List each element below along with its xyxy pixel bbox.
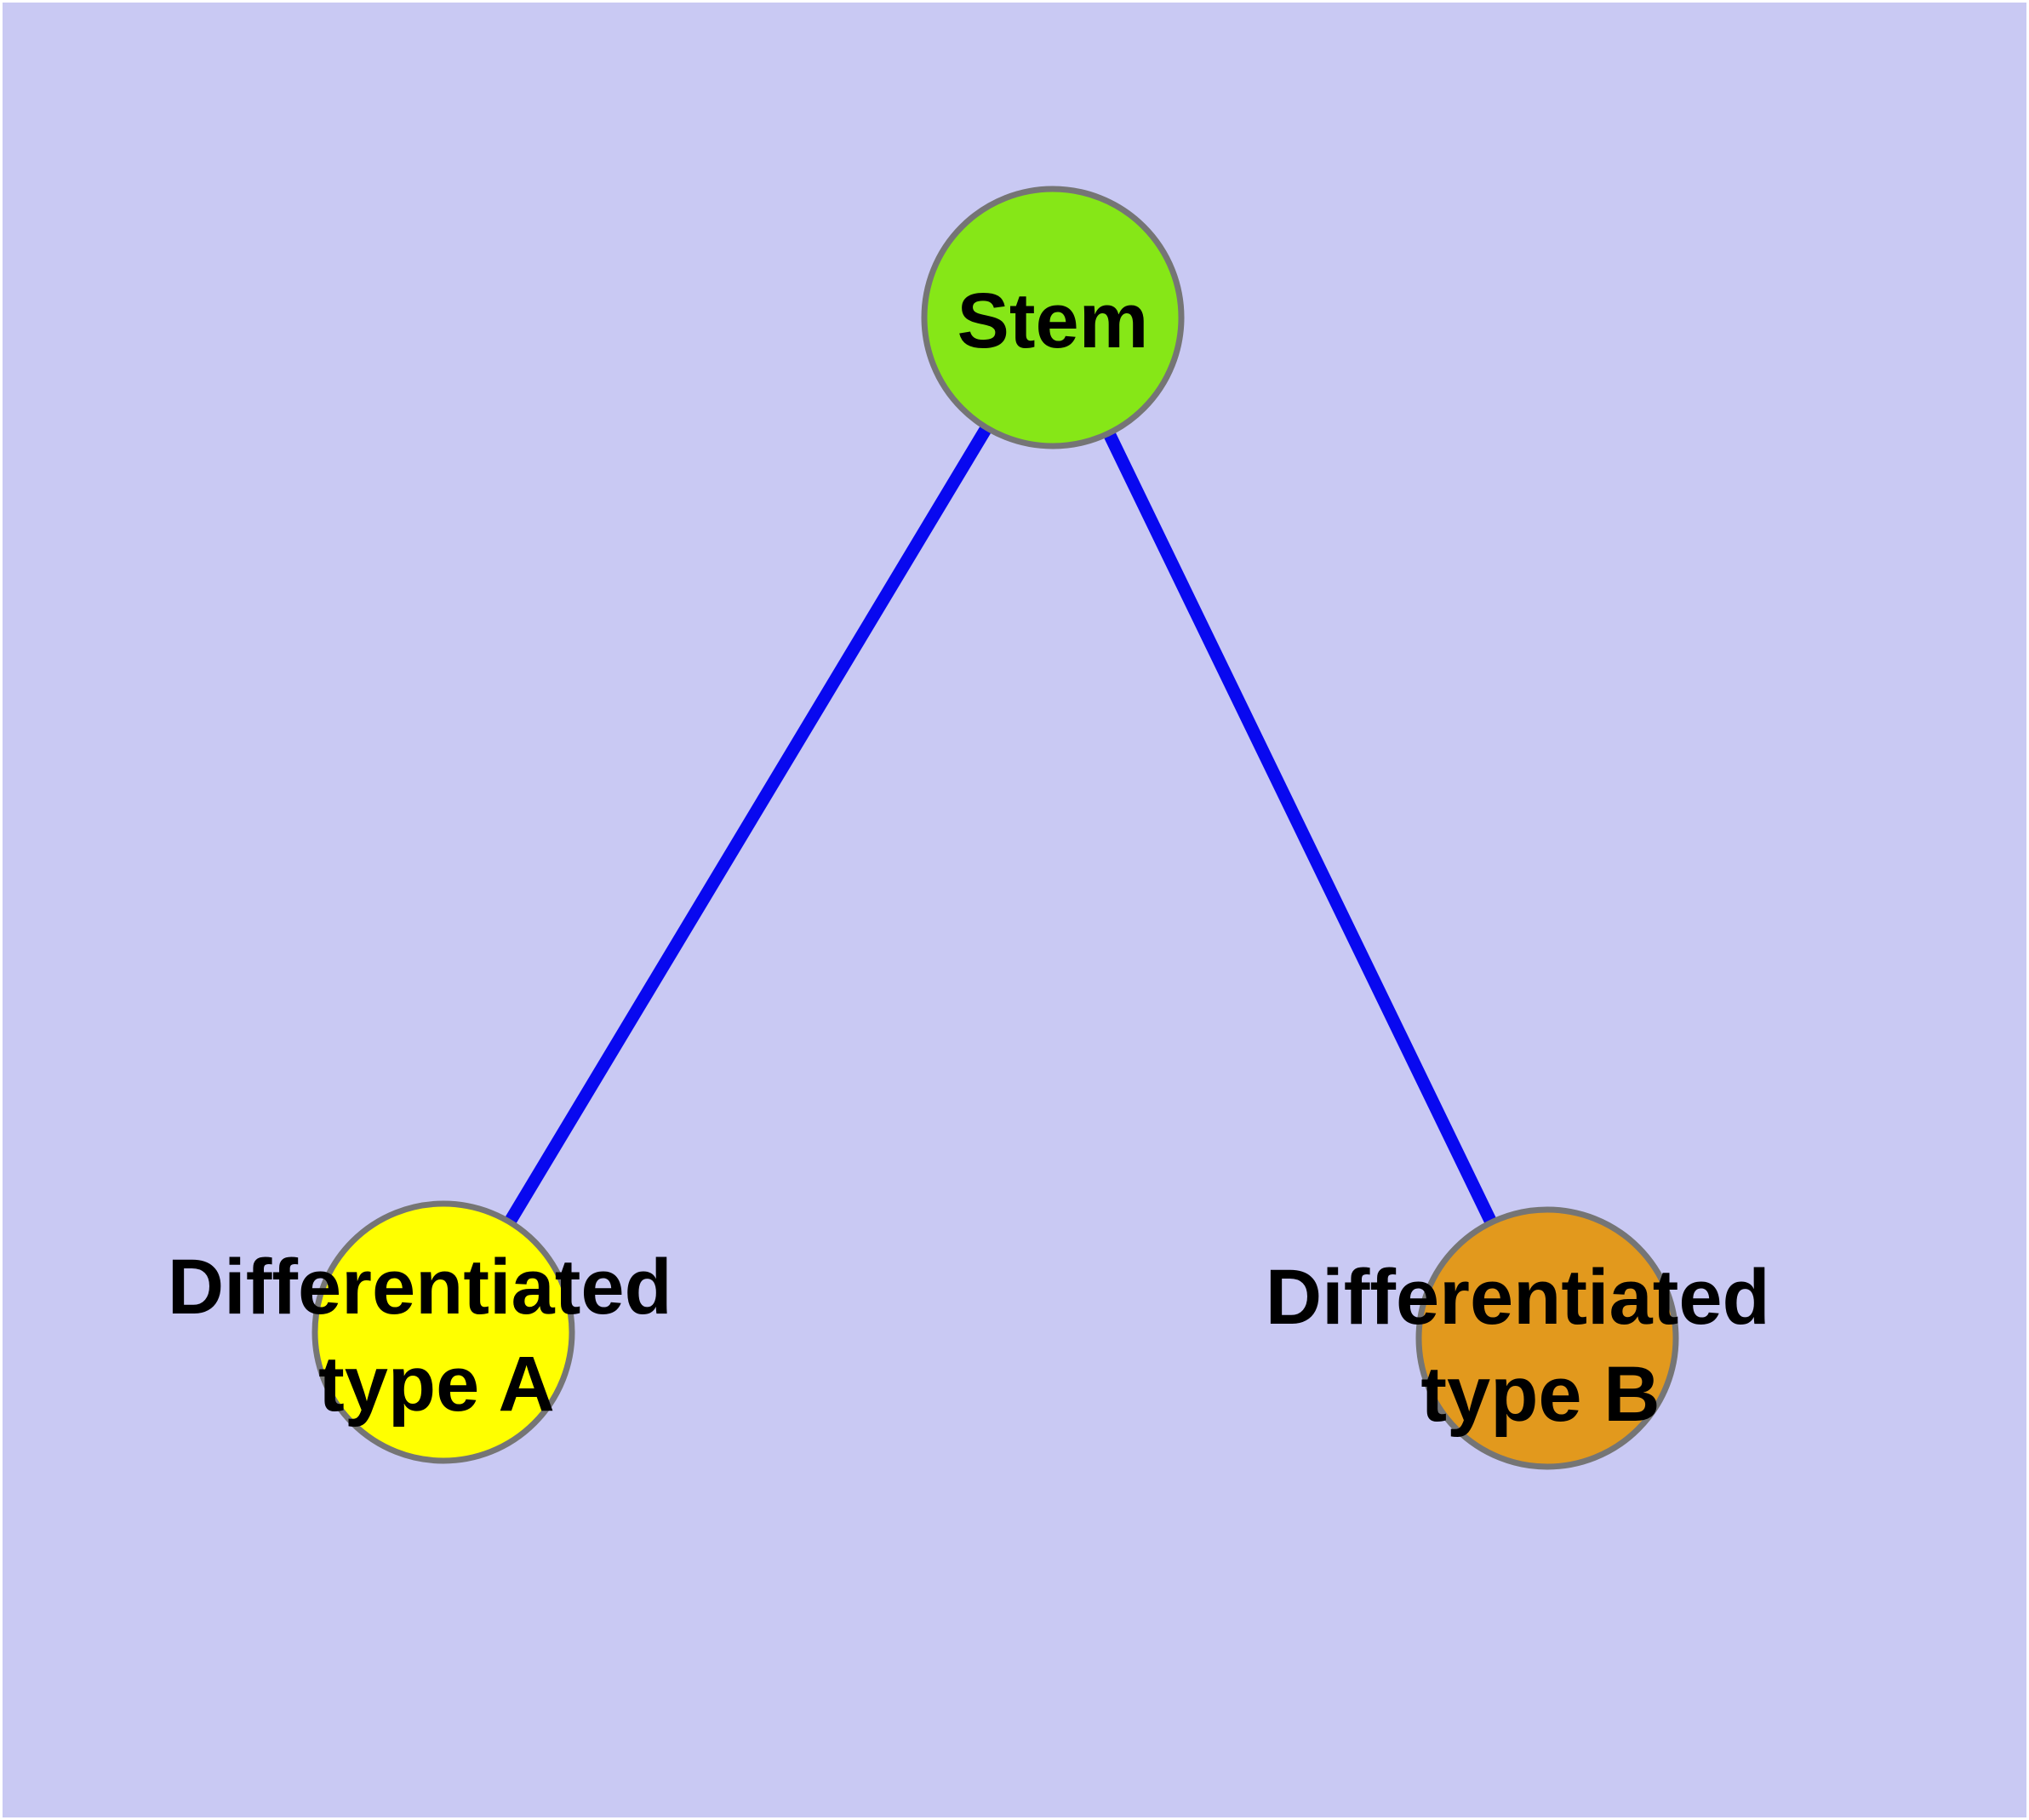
nodes [311, 186, 1679, 1470]
node-stem-label: Stem [957, 278, 1149, 364]
type-b-label-line-2: type B [1420, 1351, 1660, 1438]
edges [437, 314, 1553, 1342]
node-differentiated-type-a [311, 1200, 575, 1464]
node-differentiated-type-b [1415, 1206, 1679, 1470]
type-a-label-line-2: type A [318, 1341, 555, 1428]
edge-stem-to-type-b [1047, 314, 1553, 1342]
type-b-label-line-1: Differentiated [1266, 1254, 1770, 1341]
node-stem [921, 186, 1185, 449]
type-a-label-line-1: Differentiated [168, 1244, 672, 1331]
node-differentiated-type-a-label: Differentiated type A [168, 1244, 694, 1428]
node-differentiated-type-b-label: Differentiated type B [1266, 1254, 1792, 1438]
node-labels: Stem Differentiated type A Differentiate… [168, 278, 1792, 1438]
edge-stem-to-type-a [437, 314, 1059, 1336]
